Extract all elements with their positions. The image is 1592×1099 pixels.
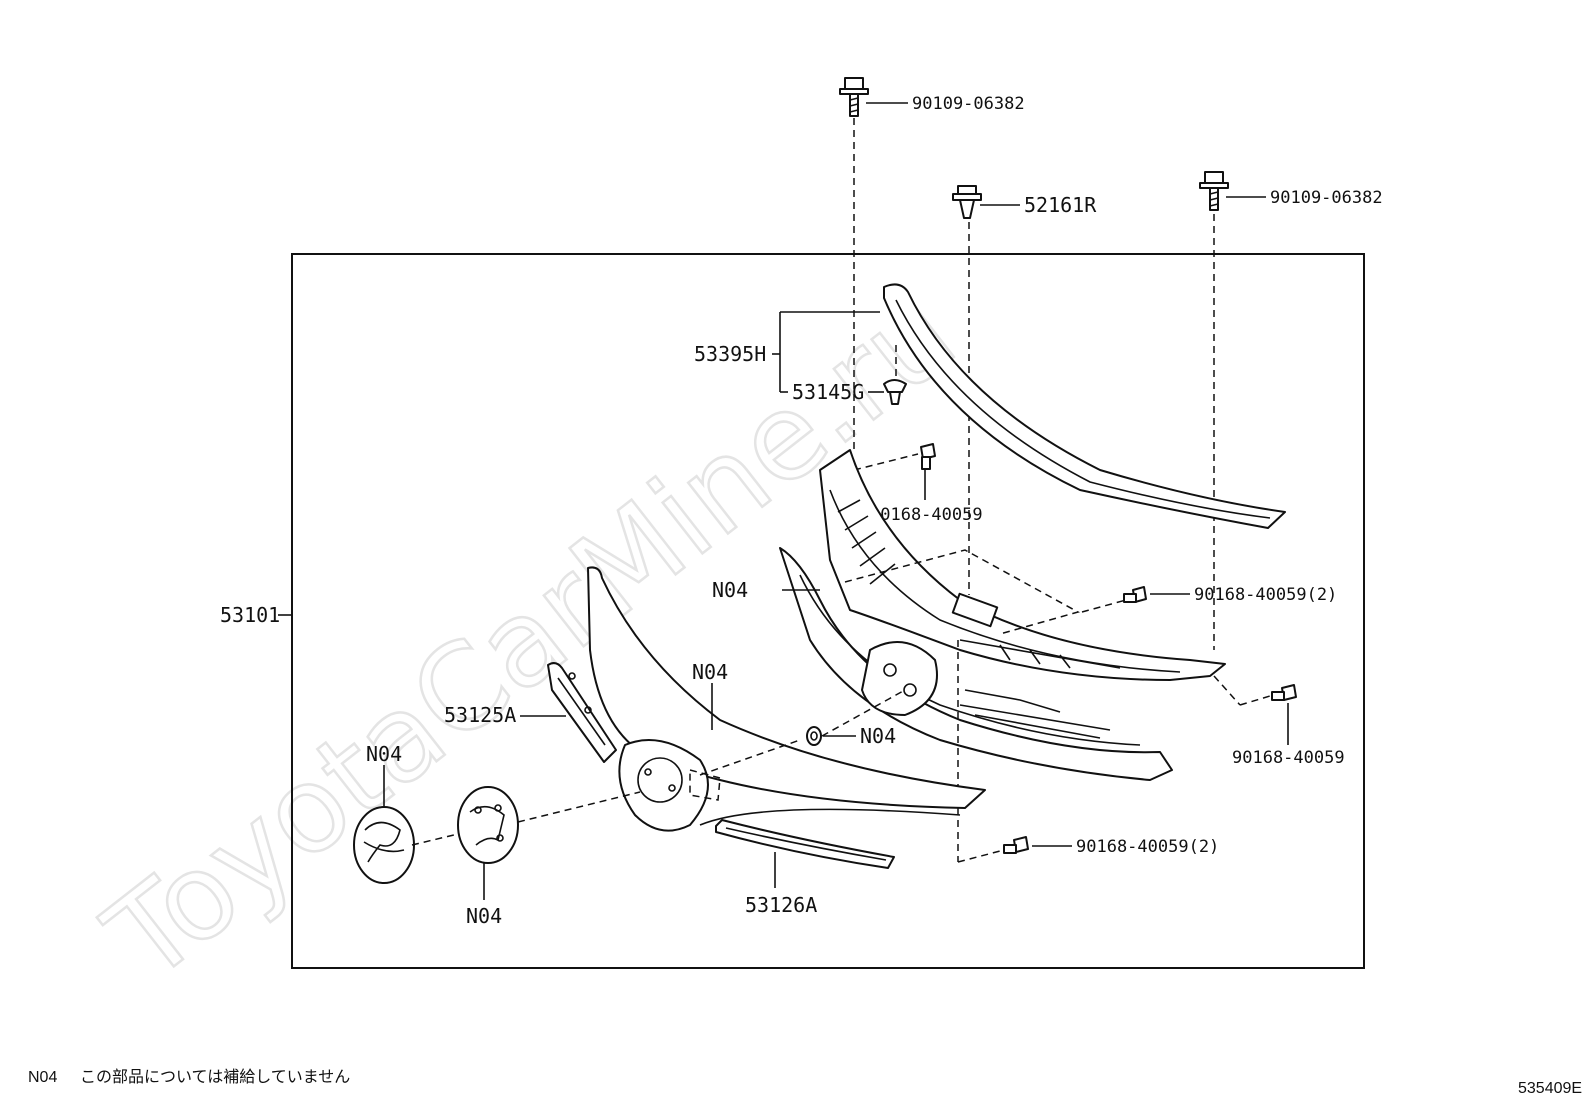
dashed-guide-line [411,833,459,846]
part-label-N04: N04 [712,578,748,602]
clip-icon [952,185,982,219]
upper-molding-53395H [883,283,1286,529]
part-label-90168-40059-2: 90168-40059(2) [1076,837,1219,857]
screw-icon [1123,586,1147,603]
bolt-icon [1199,171,1229,211]
part-label-N04: N04 [466,904,502,928]
dashed-guide-line [844,549,1080,635]
lower-trim-53126A [715,819,895,869]
part-label-90109-06382: 90109-06382 [1270,188,1383,208]
part-label-53395H: 53395H [694,342,766,366]
part-label-52161R: 52161R [1024,193,1097,217]
screw-icon [920,443,936,470]
part-label-90168-40059: 90168-40059 [870,505,983,525]
part-label-N04: N04 [860,724,896,748]
screw-icon [1003,836,1029,854]
part-label-53126A: 53126A [745,893,817,917]
part-label-N04: N04 [366,742,402,766]
screw-icon [1271,684,1297,701]
nut-icon [806,726,822,746]
part-label-53125A: 53125A [444,703,516,727]
part-label-N04: N04 [692,660,728,684]
part-label-90168-40059: 90168-40059 [1232,748,1345,768]
figure-reference: 535409E [1518,1080,1582,1097]
part-label-53145G: 53145G [792,380,864,404]
grille-frame [819,449,1226,681]
footnote-text: この部品については補給していません [80,1067,350,1086]
watermark: ToyotaCarMine.ru [81,264,979,1008]
part-label-90168-40059-2: 90168-40059(2) [1194,585,1337,605]
emblem-base-plate [457,786,519,864]
clip-icon [883,379,907,405]
emblem-badge [353,806,415,884]
footnote-code: N04 [28,1069,57,1086]
part-label-53101: 53101 [220,603,280,627]
assembly-boundary-box [291,253,1365,969]
part-label-90109-06382: 90109-06382 [912,94,1025,114]
lower-grille-section [779,547,1173,781]
grille-emblem-mount [861,641,938,716]
bolt-icon [839,77,869,117]
